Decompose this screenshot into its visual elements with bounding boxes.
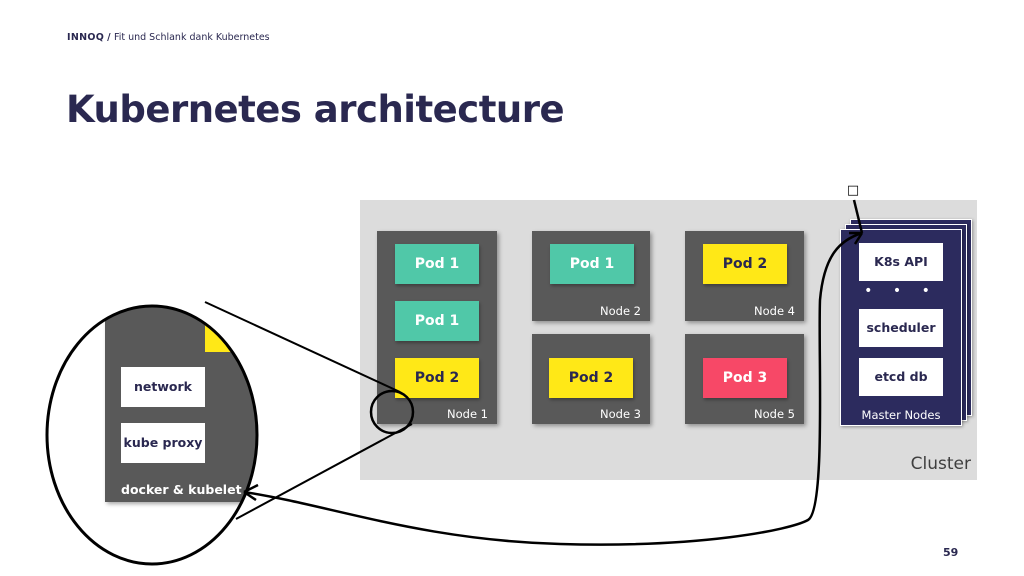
magnifier-circle (369, 389, 415, 435)
k8s-api-box: K8s API (859, 243, 943, 281)
user-terminal-icon: □ (846, 183, 860, 198)
docker-kubelet-label: docker & kubelet (121, 482, 242, 497)
page-number: 59 (943, 546, 959, 559)
kube-proxy-box: kube proxy (121, 423, 205, 463)
arrow-head-api (849, 231, 864, 245)
header-separator: / (107, 32, 111, 43)
pod-2-node-3: Pod 2 (549, 358, 633, 398)
node-4: Pod 2 Node 4 (685, 231, 804, 321)
zoom-tangent-lower (235, 423, 413, 520)
pod-3-node-5: Pod 3 (703, 358, 787, 398)
etcd-db-box: etcd db (859, 358, 943, 396)
network-box: network (121, 367, 205, 407)
pod-1-node-1-b: Pod 1 (395, 301, 479, 341)
presentation-subtitle: Fit und Schlank dank Kubernetes (113, 32, 270, 43)
kubelet-api-connection (243, 231, 863, 546)
node-label: Node 4 (754, 304, 795, 318)
pod-2-node-4: Pod 2 (703, 244, 787, 284)
node-label: Node 1 (447, 407, 488, 421)
cluster-label: Cluster (910, 454, 971, 474)
node-label: Node 5 (754, 407, 795, 421)
node-5: Pod 3 Node 5 (685, 334, 804, 424)
node-1: Pod 1 Pod 1 Pod 2 Node 1 (377, 231, 497, 424)
slide-header: INNOQ / Fit und Schlank dank Kubernetes (67, 32, 270, 43)
node-label: Node 2 (600, 304, 641, 318)
master-nodes-label: Master Nodes (861, 408, 941, 422)
brand-logo: INNOQ (67, 32, 105, 43)
arrow-head-kubelet (243, 483, 259, 502)
zoom-circle-outline (45, 304, 259, 566)
node-2: Pod 1 Node 2 (532, 231, 650, 321)
pod-1-node-2: Pod 1 (550, 244, 634, 284)
user-api-line (852, 199, 864, 234)
slide-title: Kubernetes architecture (66, 88, 565, 131)
zoom-tangent-upper (204, 301, 401, 393)
master-node: K8s API • • • scheduler etcd db Master N… (840, 229, 962, 426)
node-label: Node 3 (600, 407, 641, 421)
ellipsis-dots: • • • (864, 283, 938, 299)
pod-1-node-1-a: Pod 1 (395, 244, 479, 284)
node-3: Pod 2 Node 3 (532, 334, 650, 424)
scheduler-box: scheduler (859, 309, 943, 347)
pod-2-node-1: Pod 2 (395, 358, 479, 398)
